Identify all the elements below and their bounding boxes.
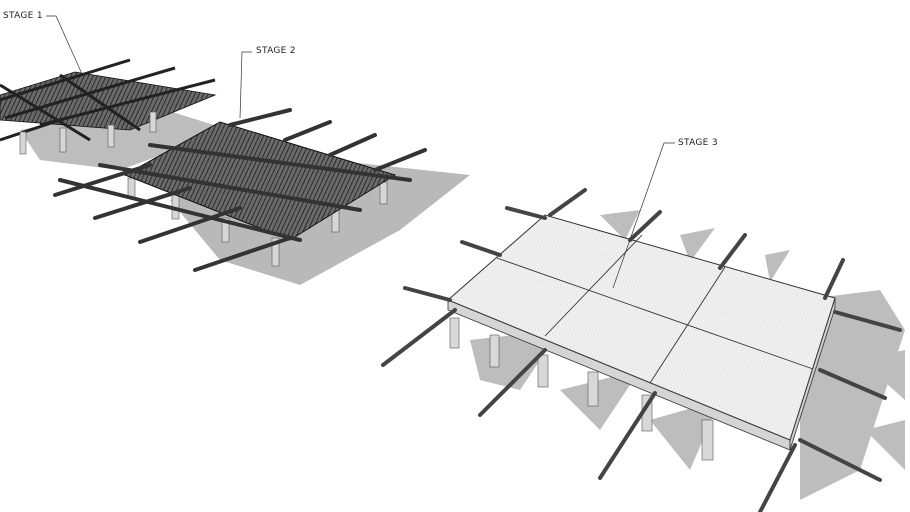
stage-3-leader — [612, 142, 675, 289]
stage-3-columns — [449, 317, 714, 461]
stage-3-rebar-starters — [381, 188, 902, 512]
stage-3-structure — [381, 188, 905, 512]
stage-1-label: STAGE 1 — [3, 11, 43, 21]
stage-1-leader — [46, 15, 83, 75]
stage-3-slab — [447, 214, 836, 441]
stage-1-rebar-cages — [0, 58, 216, 142]
stage-2-rebar-cages — [53, 108, 427, 272]
stage-2-label: STAGE 2 — [256, 46, 296, 56]
stage-3-shadows — [470, 210, 905, 500]
stage-1-columns — [19, 111, 157, 155]
stage-2-leader — [239, 51, 252, 119]
stage-2-structure — [53, 108, 470, 285]
label-leaders — [46, 15, 675, 289]
stage-3-label: STAGE 3 — [678, 138, 718, 148]
stage-1-structure — [0, 58, 230, 170]
